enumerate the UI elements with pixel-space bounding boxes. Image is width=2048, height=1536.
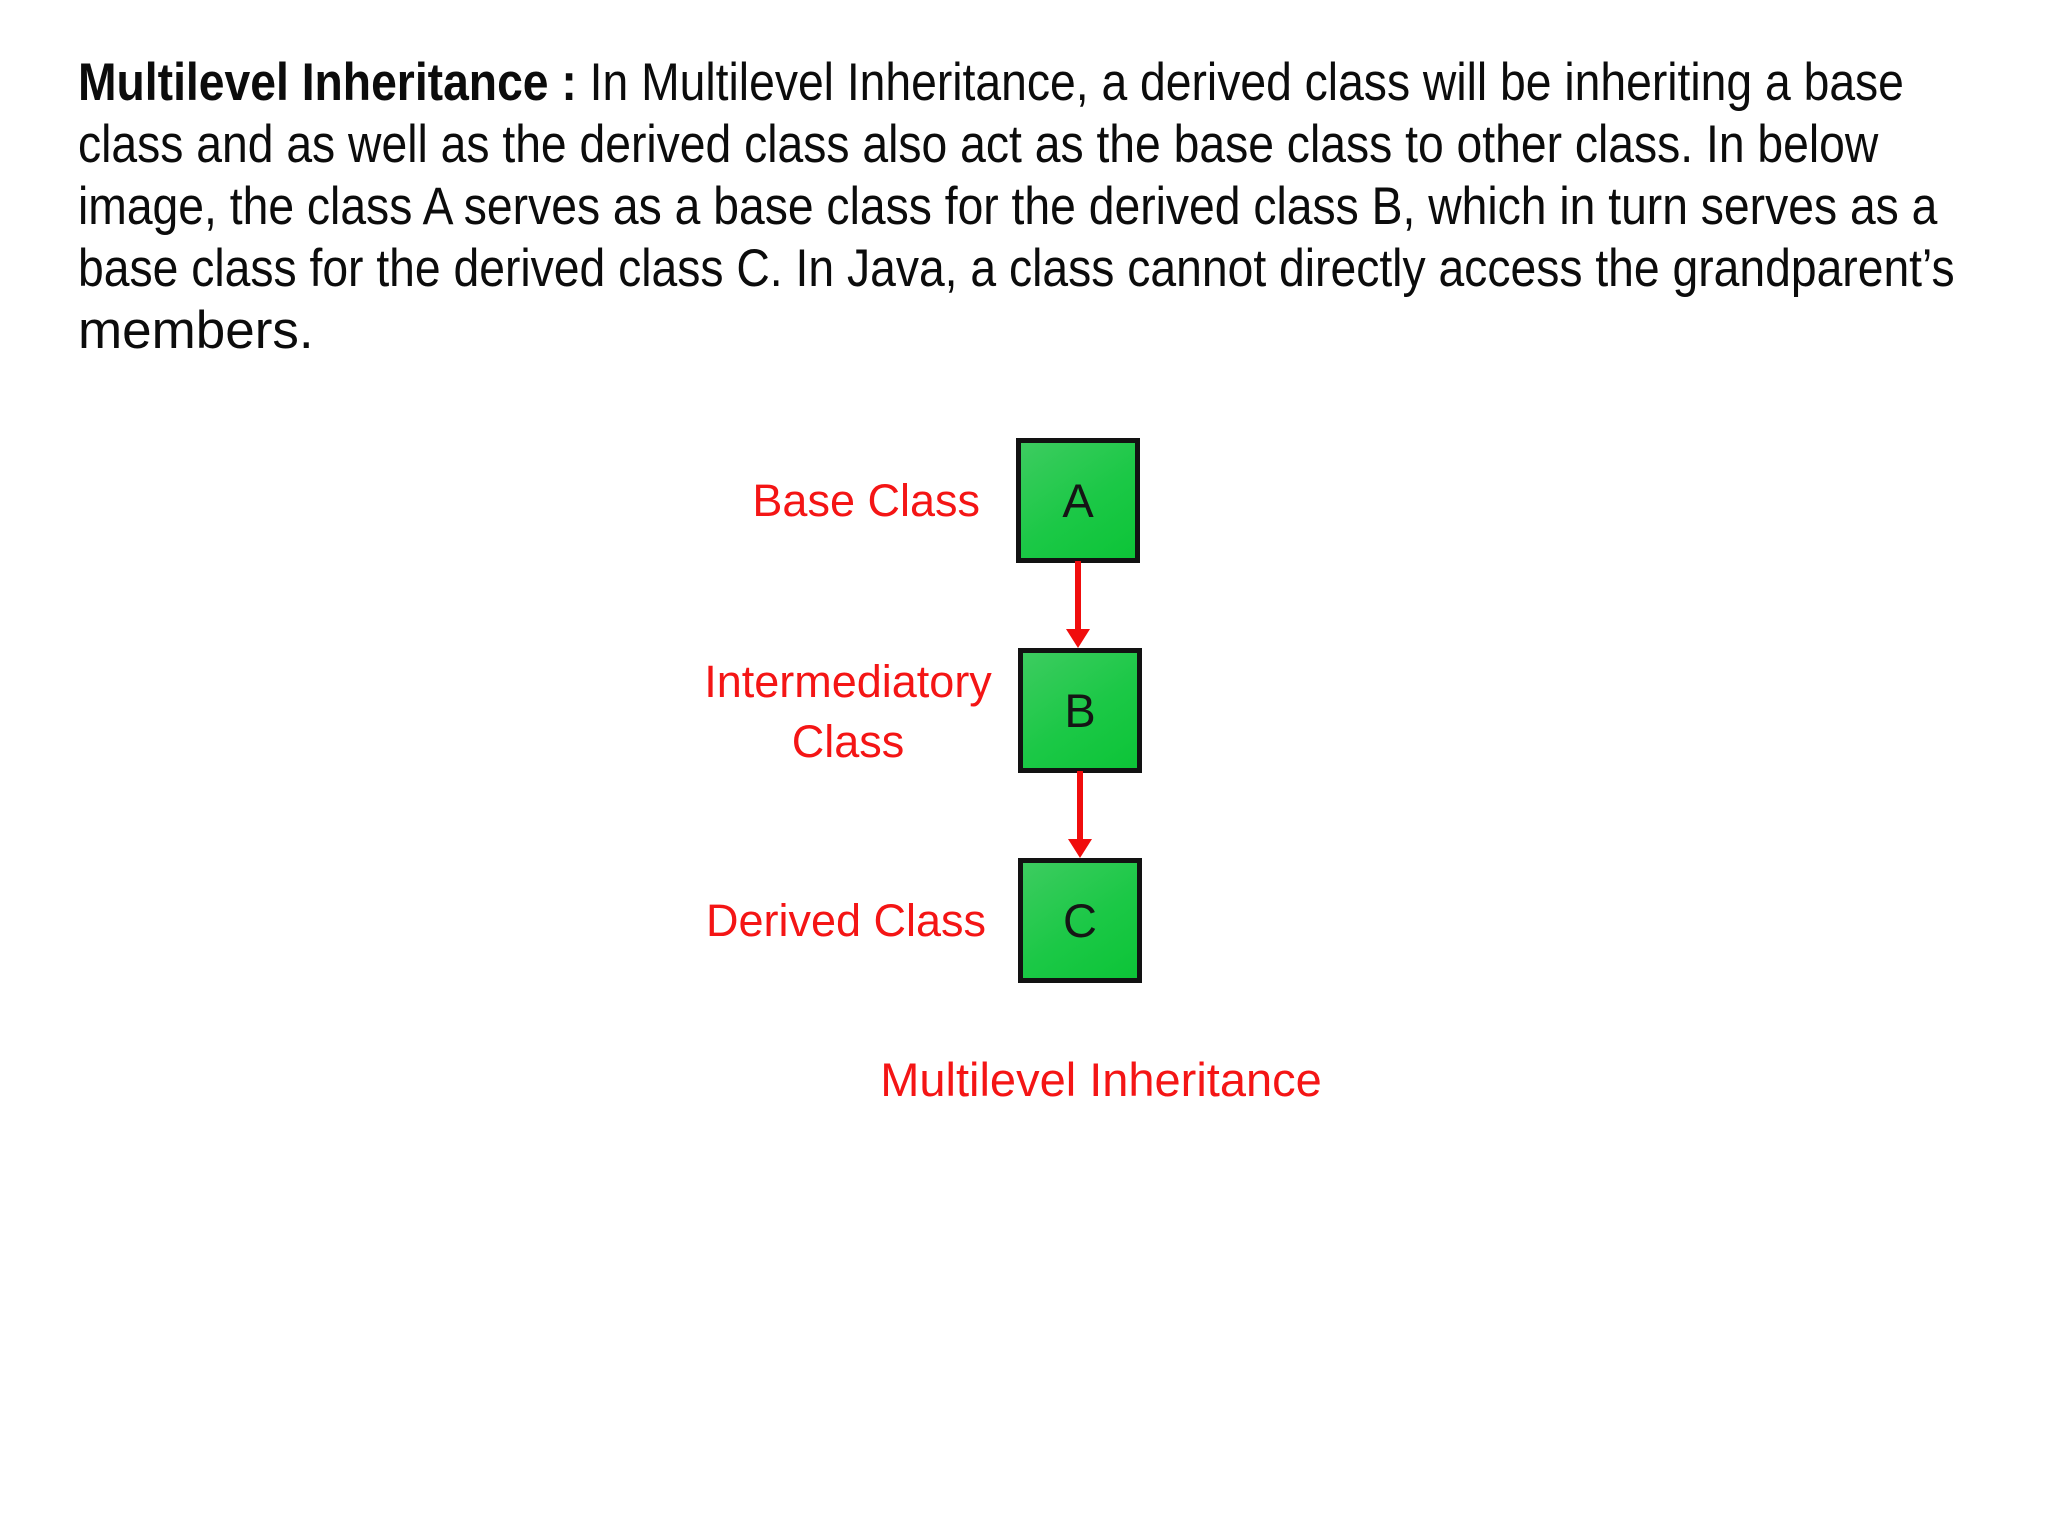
arrow-b-to-c-line — [1077, 771, 1083, 842]
arrow-b-to-c-head-icon — [1068, 839, 1092, 858]
class-box-b-letter: B — [1064, 684, 1096, 737]
arrow-a-to-b-head-icon — [1066, 629, 1090, 648]
paragraph-line-2: class and as well as the derived class a… — [78, 115, 1879, 174]
paragraph-line-1: Multilevel Inheritance : In Multilevel I… — [78, 52, 1955, 114]
paragraph-line-4: base class for the derived class C. In J… — [78, 239, 1955, 298]
class-box-c-letter: C — [1063, 894, 1097, 947]
diagram-caption: Multilevel Inheritance — [880, 1053, 1322, 1106]
base-class-label: Base Class — [752, 475, 980, 526]
class-box-a-letter: A — [1062, 474, 1094, 527]
arrow-a-to-b-line — [1075, 561, 1081, 632]
class-box-a: A — [1016, 438, 1140, 563]
class-box-c: C — [1018, 858, 1142, 983]
paragraph-line-1-text: In Multilevel Inheritance, a derived cla… — [576, 53, 1904, 112]
derived-class-label: Derived Class — [705, 895, 987, 946]
intermediatory-class-label: Intermediatory Class — [704, 656, 992, 767]
class-box-b: B — [1018, 648, 1142, 773]
paragraph-bold-lead: Multilevel Inheritance : — [78, 53, 577, 112]
paragraph-line-3: image, the class A serves as a base clas… — [78, 177, 1938, 236]
description-paragraph: Multilevel Inheritance : In Multilevel I… — [78, 52, 2048, 362]
paragraph-line-5: members. — [78, 301, 314, 360]
